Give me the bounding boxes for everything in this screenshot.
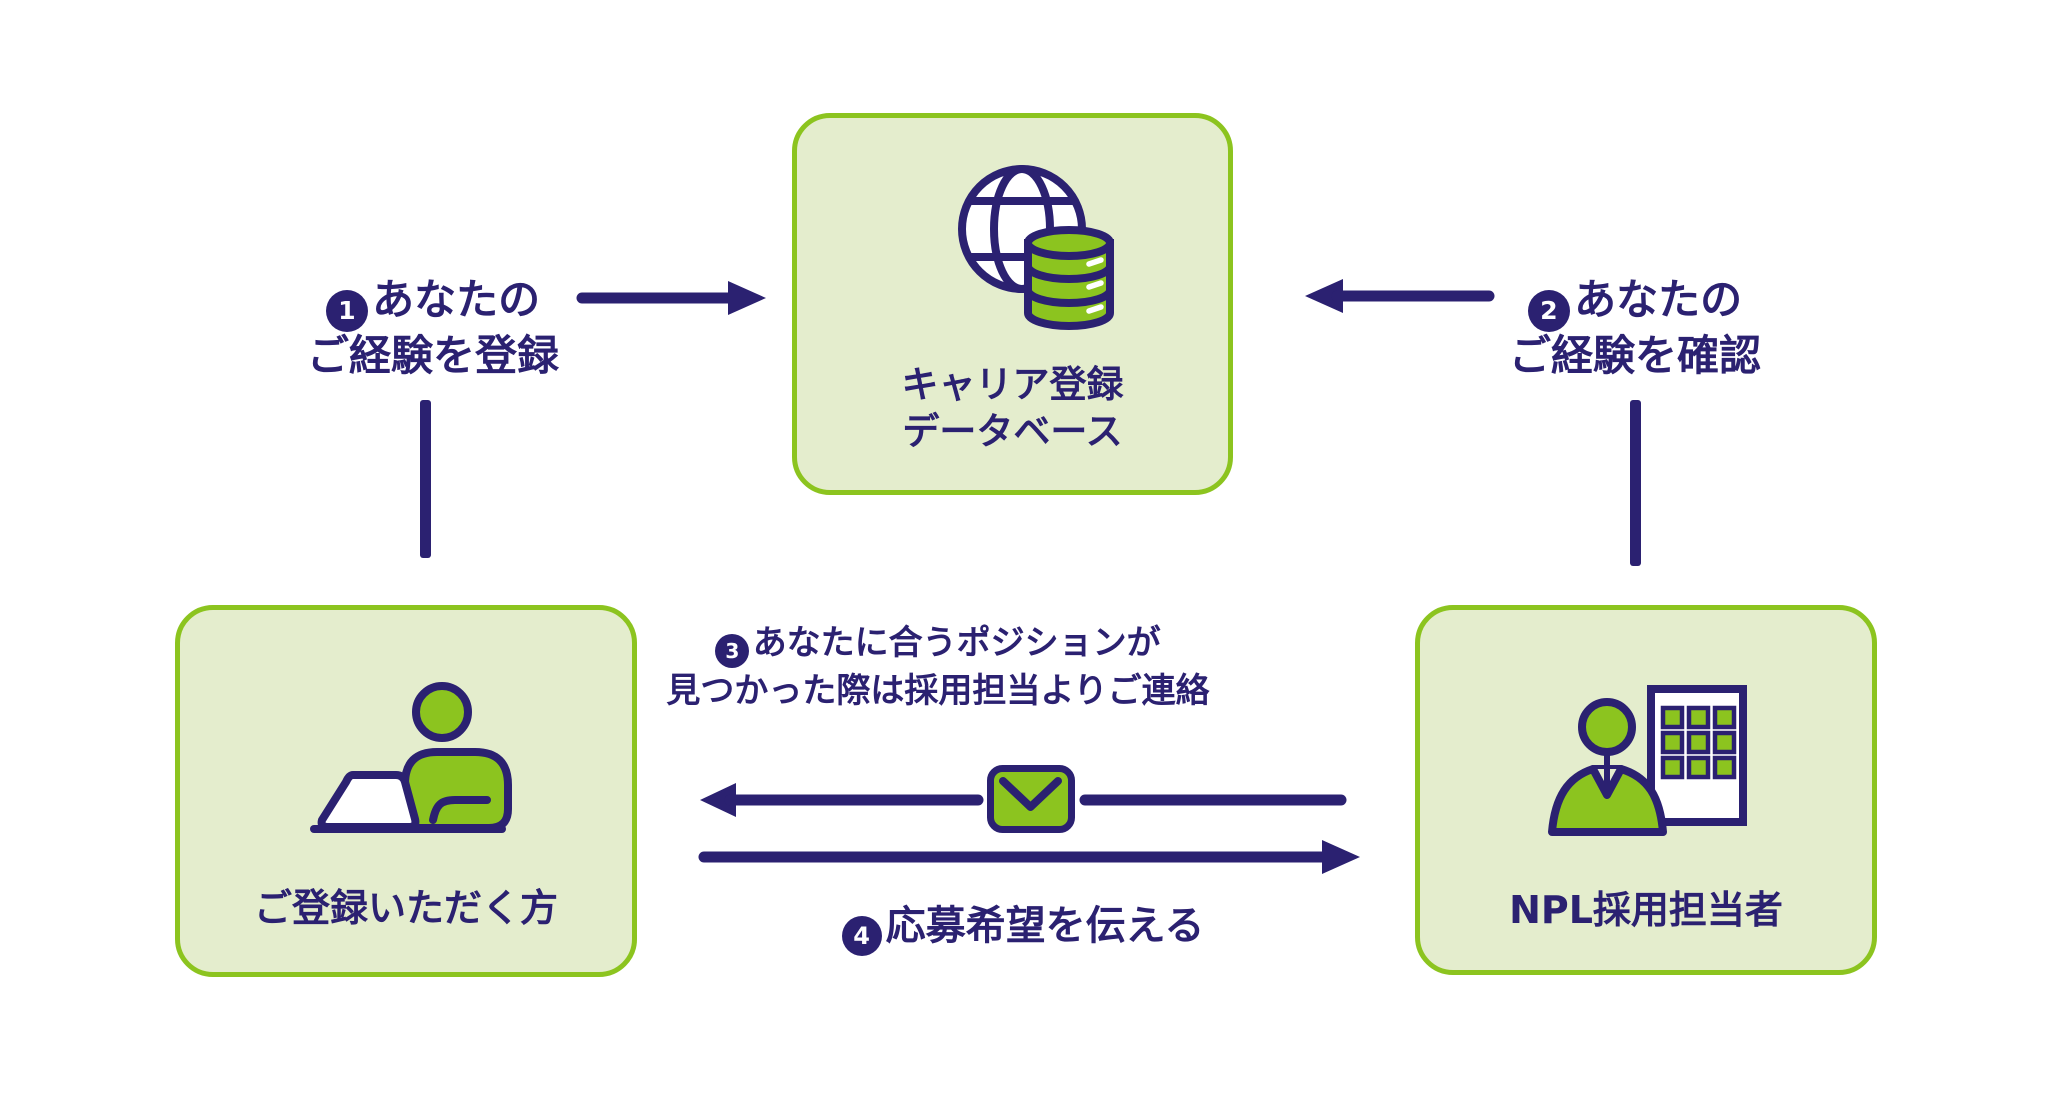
envelope-icon [987, 765, 1075, 833]
recruiter-node: NPL採用担当者 [1415, 605, 1877, 975]
step-1-number: 1 [325, 289, 368, 332]
globe-database-icon [957, 163, 1115, 330]
person-laptop-icon [305, 682, 512, 835]
step-3-text-line2: 見つかった際は採用担当よりご連絡 [666, 671, 1210, 712]
step-1-text-line2: ご経験を登録 [306, 330, 559, 380]
step-1-text-line1: あなたの [372, 275, 541, 324]
step-3-text-line1: あなたに合うポジションが [752, 623, 1161, 663]
database-label-line2: データベース [902, 409, 1123, 453]
confirm-arrow [1305, 279, 1495, 313]
registrant-connector-line [420, 400, 431, 558]
recruiter-node-label: NPL採用担当者 [1509, 888, 1783, 932]
step-2-text-line2: ご経験を確認 [1508, 330, 1761, 380]
person-building-icon [1548, 685, 1748, 836]
registrant-node-label: ご登録いただく方 [253, 886, 558, 930]
step-2-number: 2 [1527, 289, 1570, 332]
step-4-number: 4 [841, 915, 882, 956]
step-4-text: 応募希望を伝える [885, 903, 1205, 949]
register-arrow [576, 281, 766, 315]
step-3-number: 3 [715, 634, 750, 669]
database-node-label: キャリア登録 データベース [797, 362, 1228, 455]
database-node: キャリア登録 データベース [792, 113, 1233, 495]
apply-arrow [698, 840, 1360, 874]
database-label-line1: キャリア登録 [901, 363, 1124, 406]
recruiter-connector-line [1630, 400, 1641, 566]
contact-arrow [700, 783, 1347, 817]
step-2-text-line1: あなたの [1574, 275, 1743, 324]
registrant-node: ご登録いただく方 [175, 605, 637, 977]
